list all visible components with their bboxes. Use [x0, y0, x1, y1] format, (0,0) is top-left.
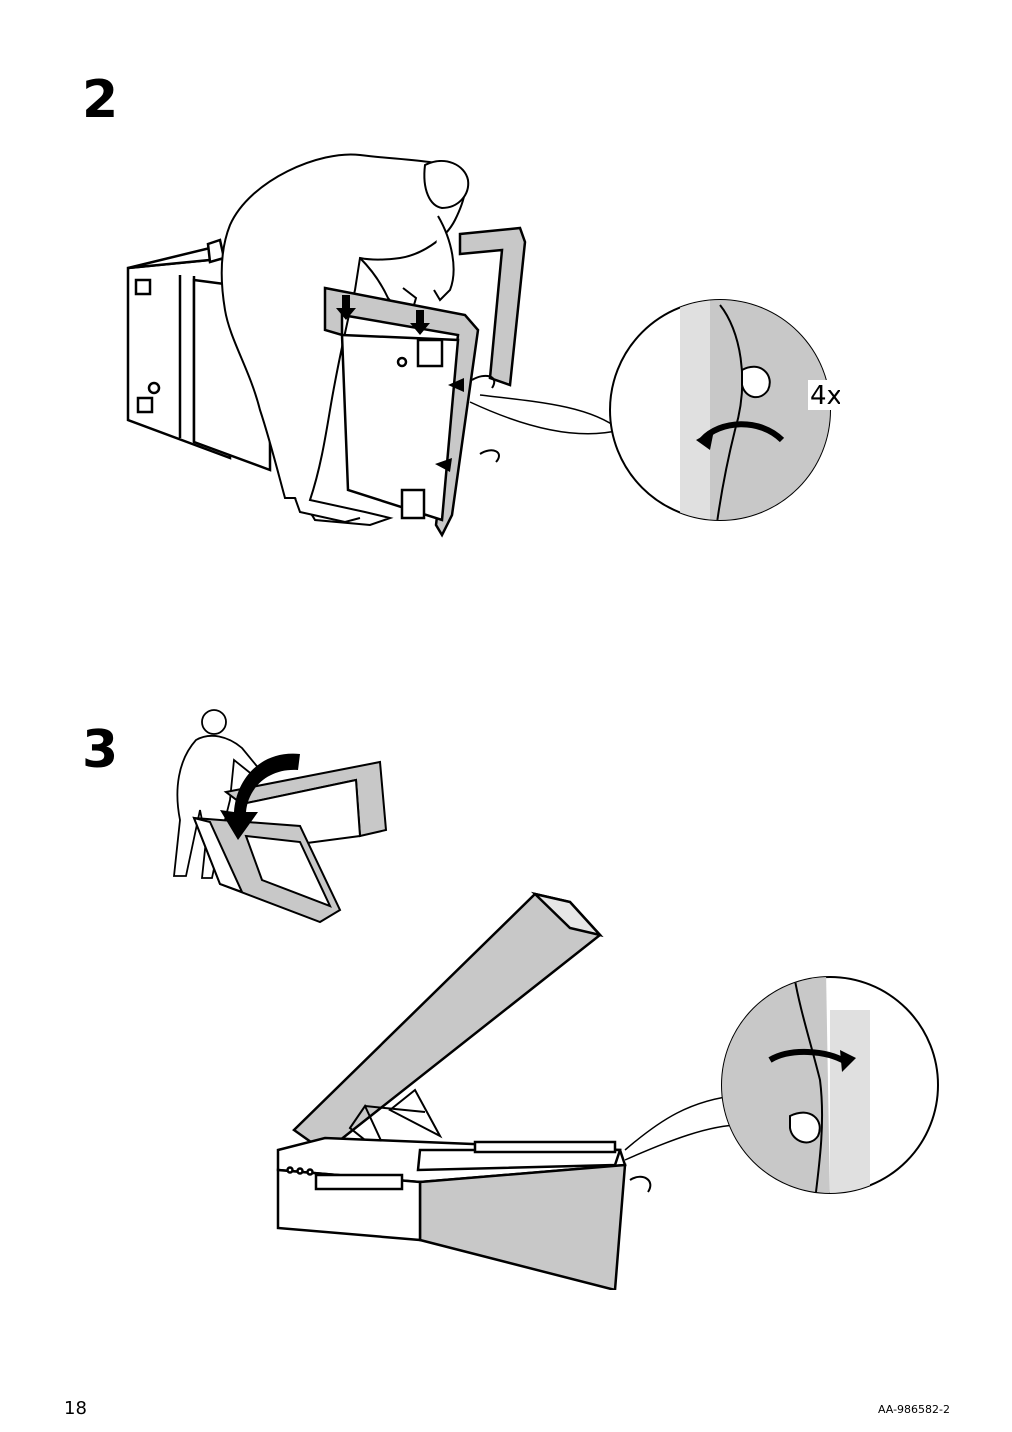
step-number-3: 3: [82, 720, 119, 780]
step3-flip-illustration: [172, 709, 388, 924]
cover-frame-front: [323, 286, 480, 538]
callout-leader: [624, 1124, 741, 1161]
person-lifting: [220, 153, 470, 527]
box-part: [192, 816, 342, 924]
sofa-frame-left: [126, 246, 351, 472]
count-label: 4x: [810, 381, 840, 411]
storage-lid: [292, 891, 604, 1154]
rotate-arrow-icon: [629, 1175, 652, 1193]
callout-leader: [469, 401, 621, 435]
rotate-arrow-icon: [471, 374, 500, 463]
storage-base: [276, 1136, 627, 1290]
curved-arrow-icon: [220, 753, 300, 840]
person-lifting: [172, 709, 262, 879]
page-number: 18: [64, 1398, 87, 1419]
step3-storage-illustration: [276, 891, 939, 1290]
curved-arrow-icon: [435, 378, 464, 472]
step-number-2: 2: [82, 70, 119, 130]
magnify-circle: [721, 976, 939, 1194]
step2-illustration: 4x: [126, 153, 840, 538]
down-arrow-icon: [336, 295, 430, 335]
document-code: AA-986582-2: [877, 1403, 950, 1416]
magnify-circle: [609, 299, 840, 521]
callout-leader: [479, 394, 621, 431]
